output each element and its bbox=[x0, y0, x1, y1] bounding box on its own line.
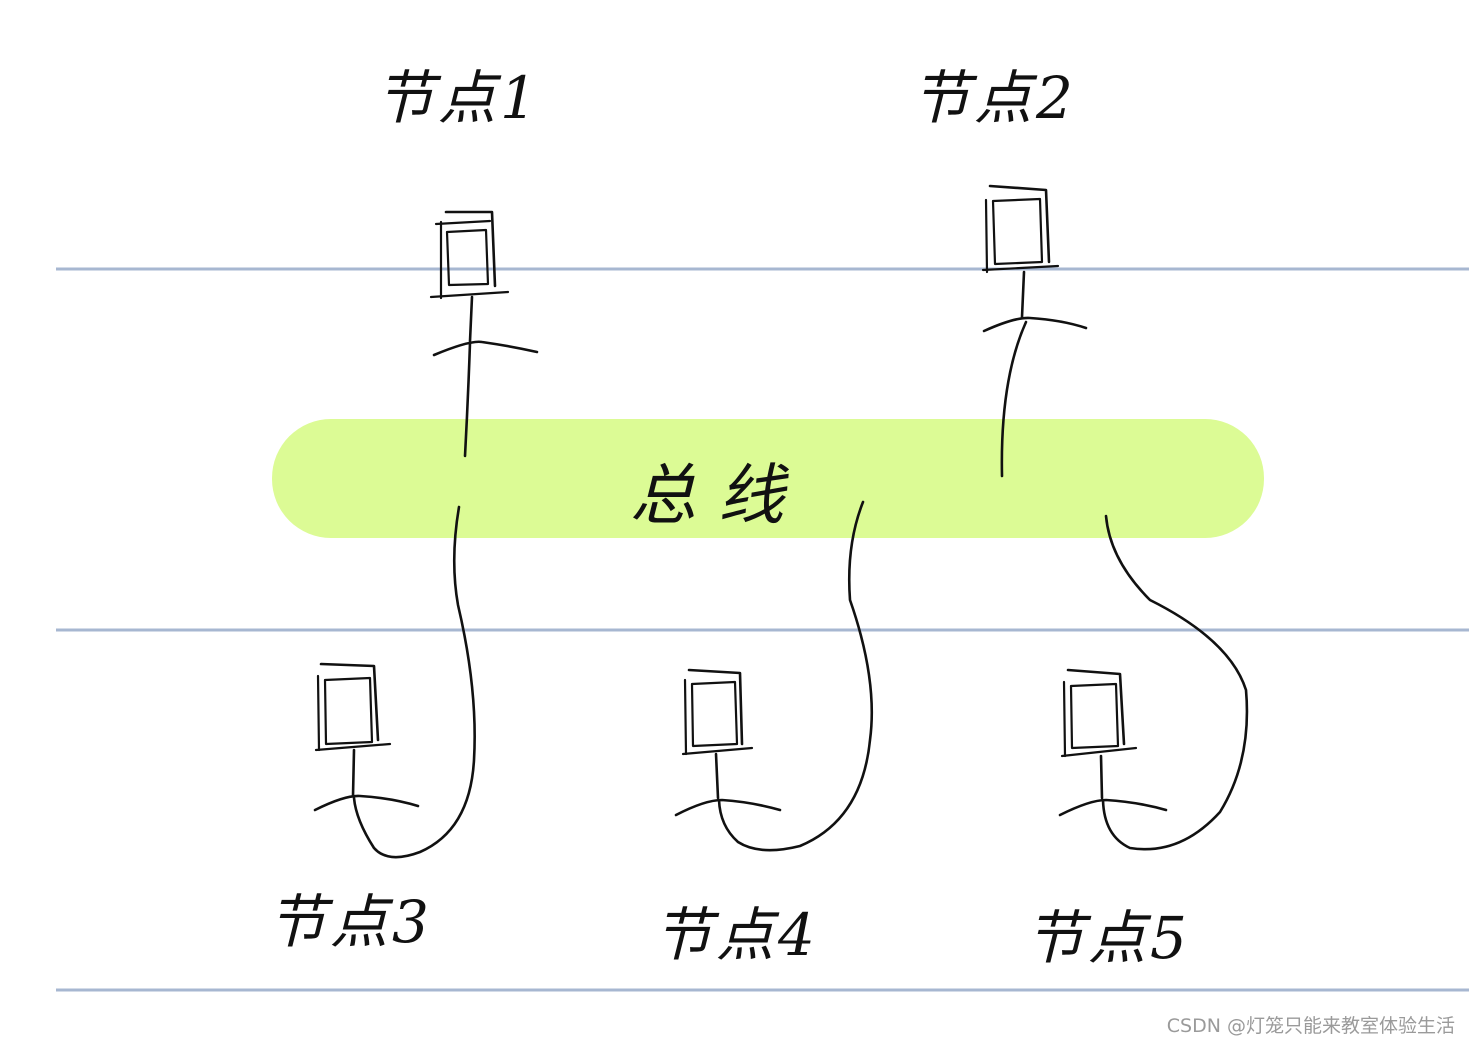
connector-stand bbox=[984, 272, 1086, 331]
node-3: 节点3 bbox=[268, 507, 475, 956]
node-label: 节点1 bbox=[376, 64, 541, 132]
node-4: 节点4 bbox=[654, 502, 872, 969]
node-1: 节点1 bbox=[376, 64, 541, 456]
bus-label: 总线 bbox=[630, 457, 806, 534]
connector-stand bbox=[676, 754, 780, 815]
node-label: 节点4 bbox=[654, 901, 819, 969]
computer-icon bbox=[316, 664, 390, 750]
connector-stand bbox=[434, 297, 537, 355]
computer-icon bbox=[983, 186, 1058, 272]
node-label: 节点5 bbox=[1026, 904, 1191, 972]
bus-drop-cable bbox=[719, 502, 872, 850]
computer-icon bbox=[1062, 670, 1136, 756]
node-label: 节点2 bbox=[912, 64, 1077, 132]
node-5: 节点5 bbox=[1026, 516, 1247, 972]
watermark: CSDN @灯笼只能来教室体验生活 bbox=[1167, 1011, 1455, 1038]
node-label: 节点3 bbox=[268, 888, 433, 956]
computer-icon bbox=[431, 212, 508, 298]
computer-icon bbox=[683, 670, 752, 754]
connector-stand bbox=[315, 750, 418, 810]
bus-drop-cable bbox=[1103, 516, 1247, 849]
connector-stand bbox=[1060, 756, 1166, 815]
